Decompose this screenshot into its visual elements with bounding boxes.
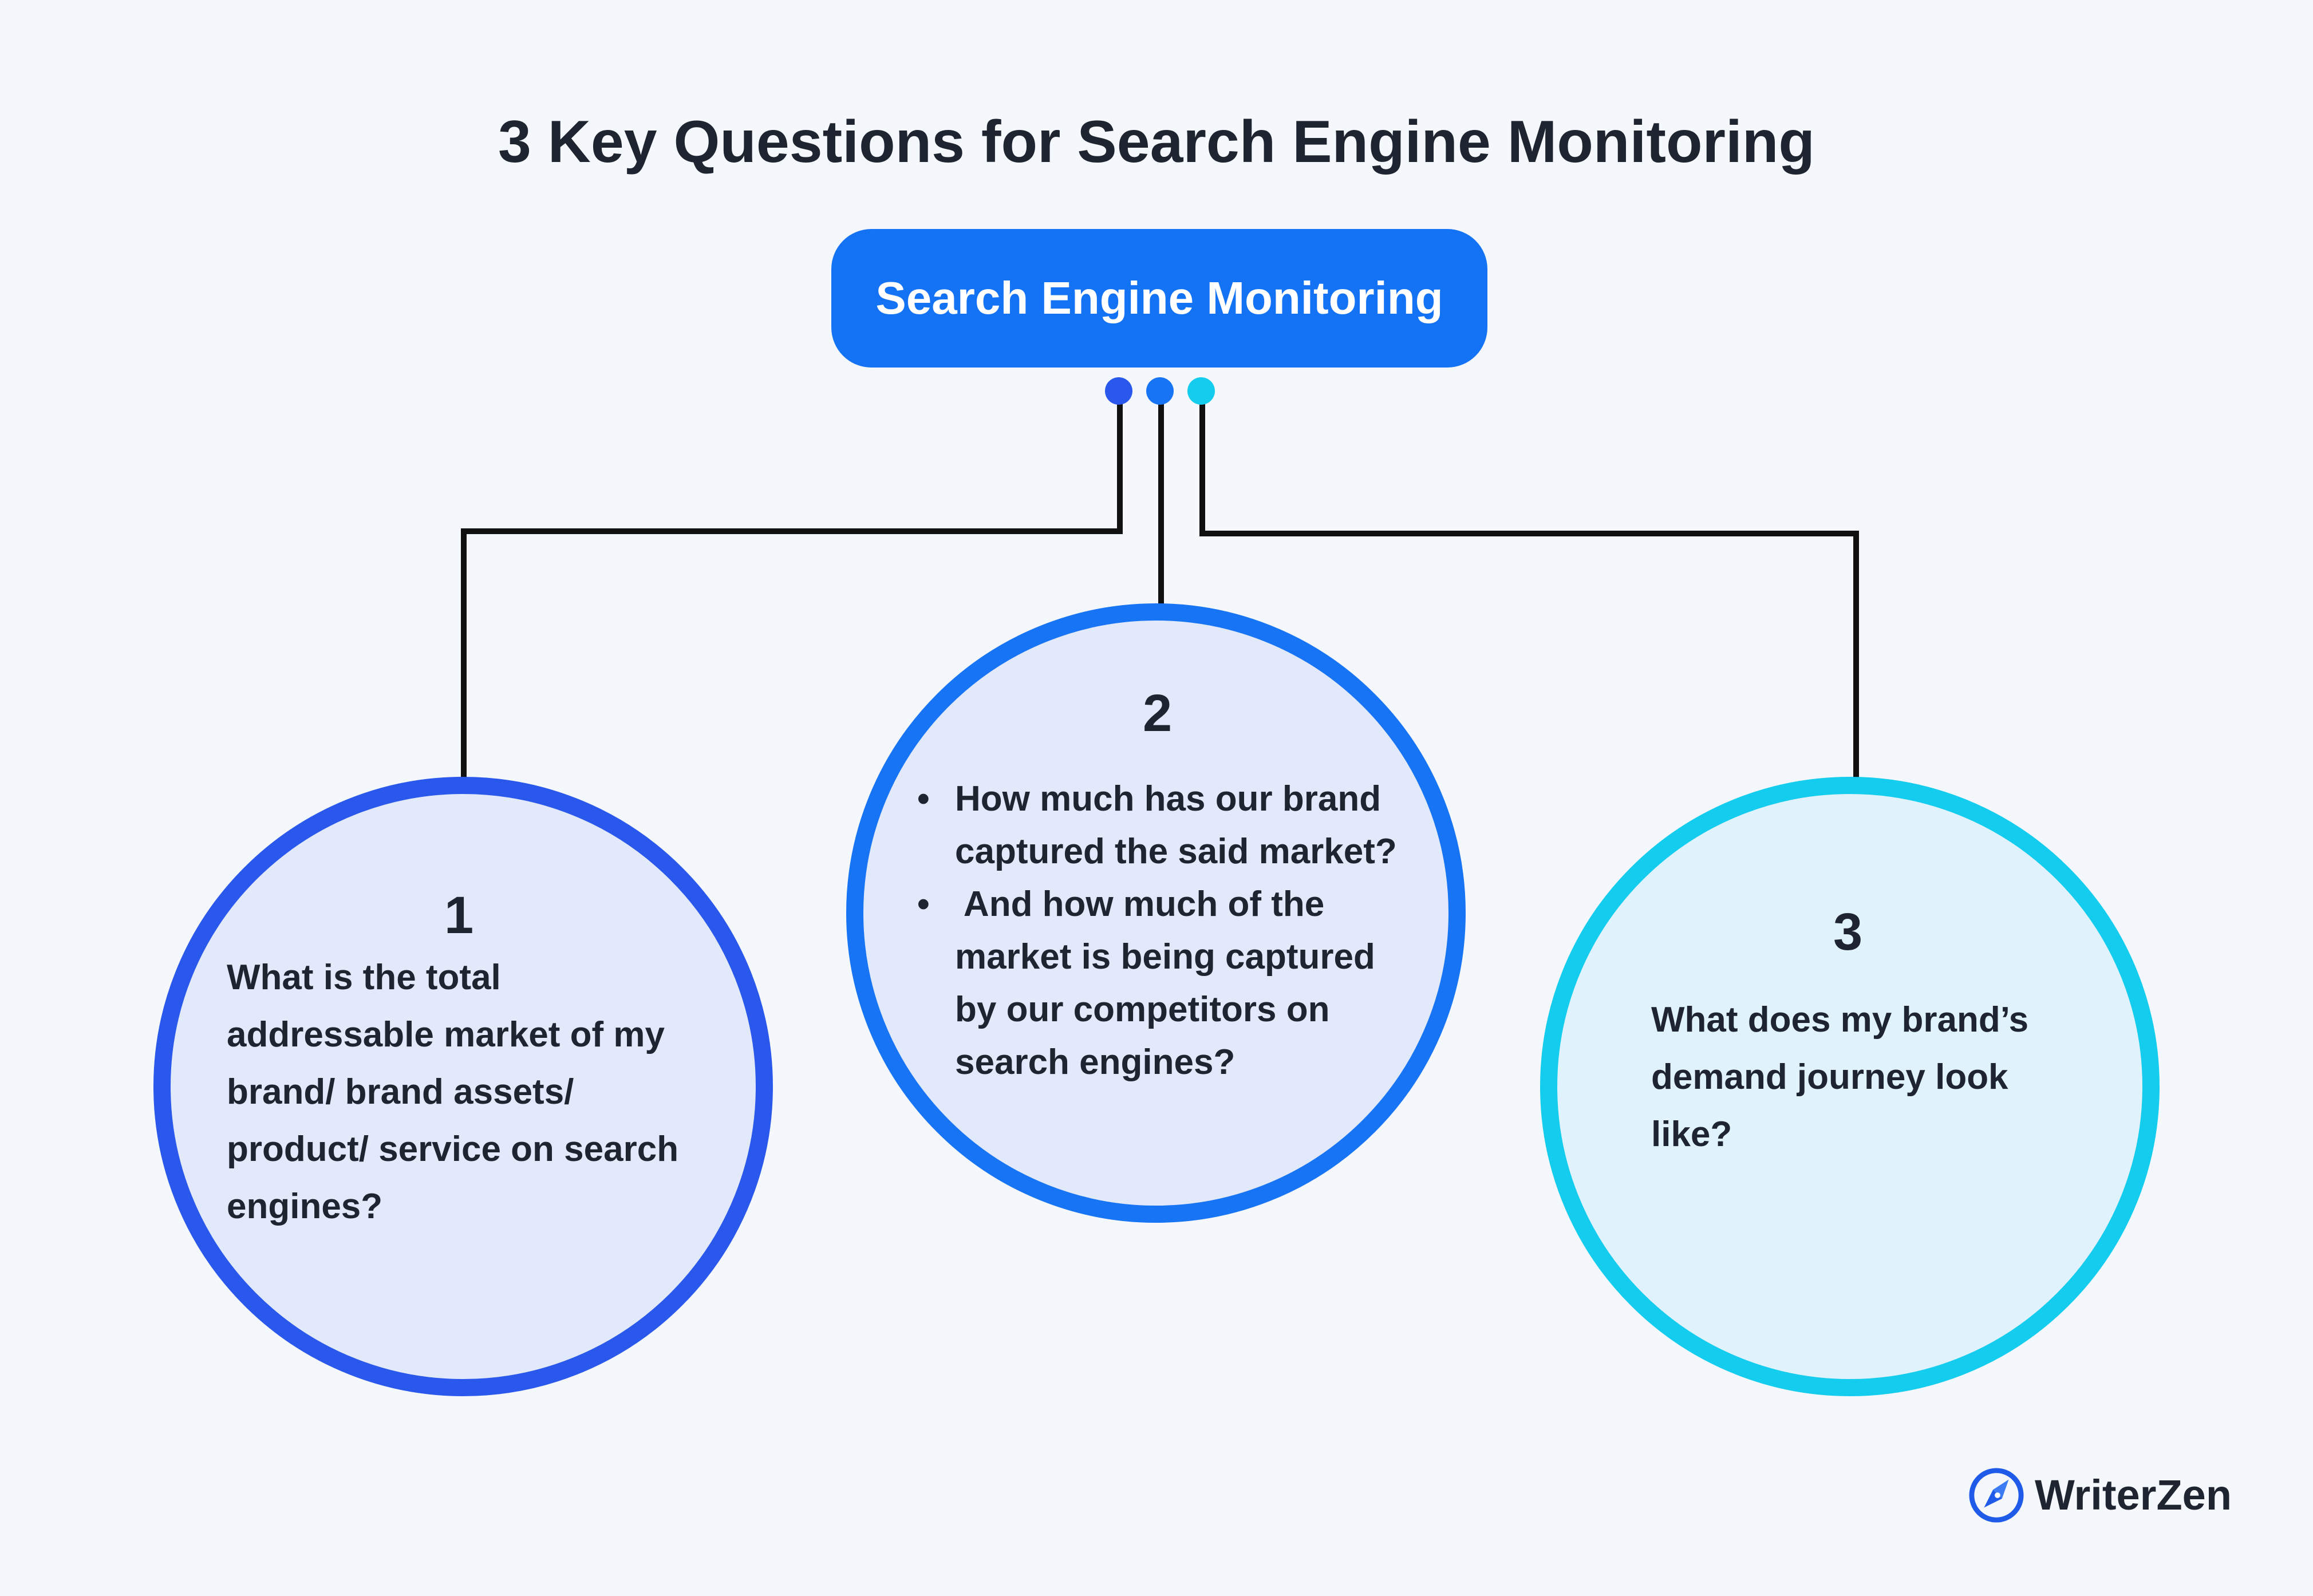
root-node-label: Search Engine Monitoring	[875, 272, 1443, 323]
node-3-line: What does my brand’s	[1651, 1000, 2029, 1040]
node-2-bullet-item: And how much of the market is being capt…	[917, 878, 1432, 1089]
node-2-line: search engines?	[955, 1042, 1236, 1082]
connector-line-3	[1199, 392, 1859, 780]
node-3-line: like?	[1651, 1115, 1732, 1154]
node-2-bullet-item: How much has our brand captured the said…	[917, 773, 1432, 878]
node-2-line: market is being captured	[955, 937, 1375, 977]
node-2-question-list: How much has our brand captured the said…	[917, 773, 1432, 1089]
connector-line-1	[461, 392, 1123, 780]
node-1-line: brand/ brand assets/	[227, 1072, 574, 1112]
writerzen-logo-icon	[1969, 1468, 2024, 1523]
root-node: Search Engine Monitoring	[831, 229, 1487, 368]
node-1-question: What is the total addressable market of …	[227, 949, 742, 1235]
node-3-line: demand journey look	[1651, 1057, 2008, 1097]
node-1-line: What is the total	[227, 958, 501, 997]
node-2-number: 2	[1143, 684, 1173, 742]
connector-dot-2	[1146, 377, 1174, 405]
brand-logo: WriterZen	[1968, 1467, 2232, 1524]
node-2-line: And how much of the	[955, 884, 1325, 924]
connector-dot-3	[1187, 377, 1215, 405]
node-3-question: What does my brand’s demand journey look…	[1651, 991, 2121, 1163]
page-title: 3 Key Questions for Search Engine Monito…	[498, 109, 1815, 175]
connector-dot-1	[1105, 377, 1132, 405]
node-2-line: by our competitors on	[955, 990, 1330, 1029]
node-2-line: How much has our brand	[955, 779, 1382, 819]
node-1-line: engines?	[227, 1187, 383, 1226]
node-1-line: product/ service on search	[227, 1129, 679, 1169]
node-2-line: captured the said market?	[955, 832, 1397, 871]
node-3-number: 3	[1833, 903, 1863, 961]
brand-name: WriterZen	[2035, 1471, 2232, 1519]
node-1-number: 1	[444, 886, 474, 945]
node-1-line: addressable market of my	[227, 1015, 665, 1054]
